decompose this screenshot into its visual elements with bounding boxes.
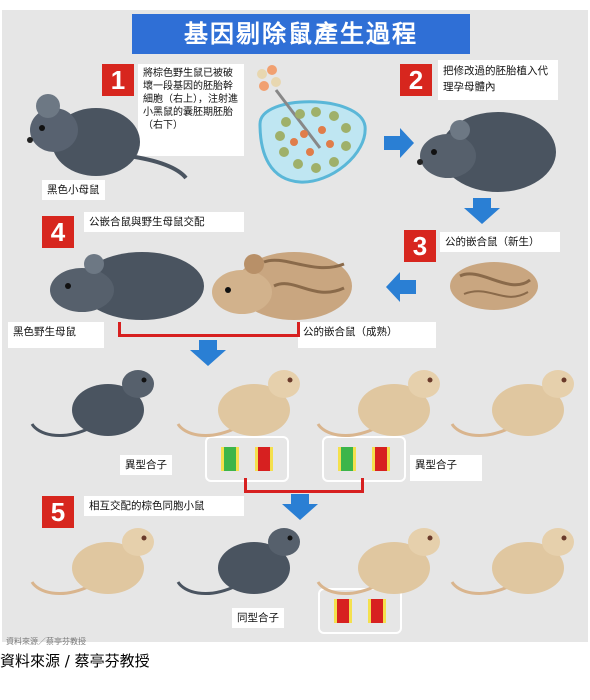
heterozygote-genes-right-icon — [338, 447, 390, 471]
arrow-down-siblings-icon — [282, 494, 318, 520]
f2-brown-mouse-3-icon — [450, 528, 574, 595]
black-mouse-label: 黑色小母鼠 — [42, 180, 105, 200]
f2-black-mouse-icon — [176, 528, 300, 595]
step-1-number: 1 — [102, 64, 134, 96]
diagram-title: 基因剔除鼠產生過程 — [132, 14, 470, 54]
step-2-text: 把修改過的胚胎植入代理孕母體內 — [438, 60, 558, 100]
step-5-number: 5 — [42, 496, 74, 528]
homozygote-genotype — [318, 588, 402, 634]
step-3-number: 3 — [404, 230, 436, 262]
offspring-brown-mouse-3-icon — [450, 370, 574, 437]
heterozygote-right-label: 異型合子 — [410, 455, 482, 481]
step-4-text: 公嵌合鼠與野生母鼠交配 — [84, 212, 244, 232]
heterozygote-genotype-right — [322, 436, 406, 482]
step-1-text: 將棕色野生鼠已被破壞一段基因的胚胎幹細胞（右上），注射進小黑鼠的囊胚期胚胎（右下… — [138, 64, 244, 156]
arrow-down-offspring-icon — [190, 340, 226, 366]
parents-cross-bracket — [118, 322, 300, 337]
heterozygote-left-label: 異型合子 — [120, 455, 172, 475]
black-wild-female-label: 黑色野生母鼠 — [8, 322, 104, 348]
chimera-adult-mouse-icon — [212, 252, 352, 320]
homozygote-genes-icon — [334, 599, 386, 623]
arrow-down-icon — [464, 198, 500, 224]
step-5-text: 相互交配的棕色同胞小鼠 — [84, 496, 244, 516]
offspring-black-mouse-icon — [30, 370, 154, 437]
step-4-number: 4 — [42, 216, 74, 248]
f2-brown-mouse-1-icon — [30, 528, 154, 595]
surrogate-mother-mouse-icon — [417, 112, 556, 192]
watermark-credit: 資料來源／蔡亭芬教授 — [6, 637, 86, 646]
homozygote-label: 同型合子 — [232, 608, 284, 628]
chimera-adult-label: 公的嵌合鼠（成熟） — [298, 322, 436, 348]
chimera-newborn-mouse-icon — [450, 262, 538, 310]
step-2-number: 2 — [400, 64, 432, 96]
f2-brown-mouse-2-icon — [316, 528, 440, 595]
offspring-brown-mouse-2-icon — [316, 370, 440, 437]
black-wild-female-mouse-icon — [50, 252, 204, 320]
embryo-dish-icon — [257, 65, 367, 184]
arrow-right-icon — [384, 128, 414, 158]
siblings-cross-bracket — [244, 478, 364, 493]
heterozygote-genes-left-icon — [221, 447, 273, 471]
arrow-left-icon — [386, 272, 416, 302]
black-small-mouse-icon — [27, 94, 188, 180]
heterozygote-genotype-left — [205, 436, 289, 482]
offspring-brown-mouse-1-icon — [176, 370, 300, 437]
source-credit: 資料來源 / 蔡亭芬教授 — [0, 652, 150, 670]
step-3-text: 公的嵌合鼠（新生） — [440, 232, 560, 252]
